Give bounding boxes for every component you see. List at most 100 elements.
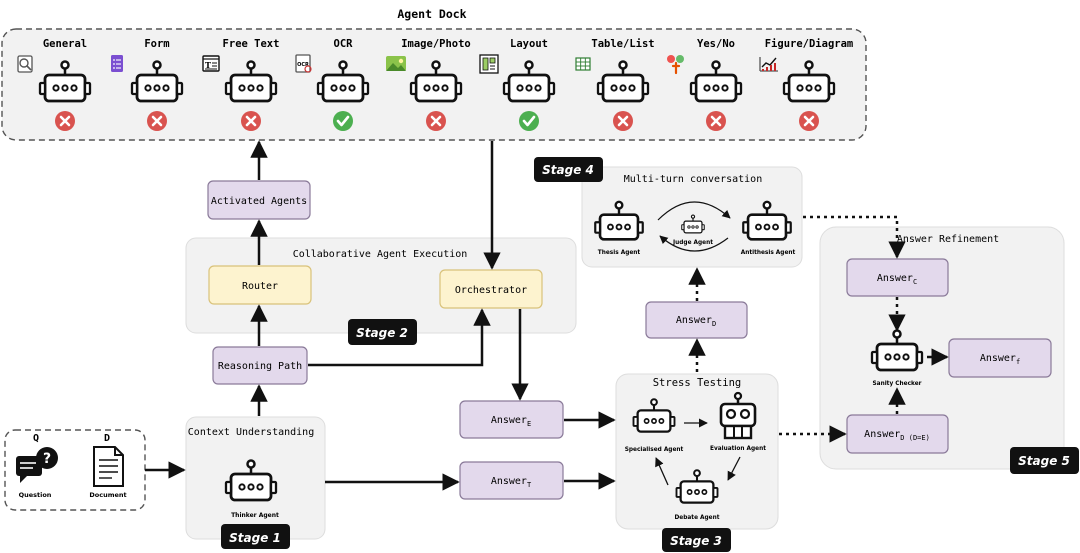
question-letter: Q bbox=[33, 433, 39, 444]
answer-d-node bbox=[645, 301, 748, 339]
dock-agent-form[interactable]: Form bbox=[111, 38, 184, 133]
debate-to-spec-arrow bbox=[655, 457, 669, 486]
answer-de-label: AnswerD (D=E) bbox=[864, 429, 930, 442]
form-doc-icon bbox=[111, 55, 123, 72]
svg-text:Stage 5: Stage 5 bbox=[1018, 454, 1070, 468]
document-icon bbox=[93, 446, 124, 487]
check-icon bbox=[331, 109, 355, 133]
multiturn-to-answer-c-arrow bbox=[803, 215, 906, 259]
dock-title: Agent Dock bbox=[397, 7, 466, 21]
svg-text:T: T bbox=[205, 60, 211, 70]
dock-agent-label: Layout bbox=[510, 38, 548, 50]
evaluation-agent-label: Evaluation Agent bbox=[710, 446, 766, 452]
stage1-badge bbox=[221, 524, 290, 549]
dock-agent-label: Image/Photo bbox=[401, 38, 471, 50]
answer-t-node bbox=[459, 461, 564, 500]
dock-agent-label: General bbox=[43, 38, 87, 50]
dock-agent-label: Yes/No bbox=[697, 38, 735, 50]
multi-turn-title: Multi-turn conversation bbox=[624, 174, 762, 185]
document-letter: D bbox=[104, 433, 110, 444]
cross-icon bbox=[145, 109, 169, 133]
specialised-agent-label: Specialised Agent bbox=[625, 447, 684, 453]
dock-agent-general[interactable]: General bbox=[17, 38, 92, 133]
dock-agent-yes-no[interactable]: Yes/No bbox=[667, 38, 743, 133]
svg-text:Stage 1: Stage 1 bbox=[229, 531, 281, 545]
chart-icon bbox=[759, 57, 778, 72]
stage5-badge bbox=[1010, 447, 1079, 474]
dock-agent-label: Table/List bbox=[591, 38, 654, 50]
router-node bbox=[208, 265, 312, 305]
photo-icon bbox=[386, 56, 406, 71]
evaluation-robot-icon bbox=[719, 391, 757, 440]
thinker-agent-label: Thinker Agent bbox=[231, 512, 279, 519]
answer-c-node bbox=[846, 258, 949, 297]
cross-icon bbox=[239, 109, 263, 133]
answer-de-node bbox=[846, 414, 949, 454]
svg-text:Stage 3: Stage 3 bbox=[670, 534, 722, 548]
answer-f-node bbox=[948, 338, 1052, 378]
answer-f-label: Answerf bbox=[980, 353, 1020, 366]
orchestrator-node bbox=[439, 269, 543, 309]
magnifier-doc-icon bbox=[17, 55, 33, 73]
answer-t-label: AnswerT bbox=[491, 476, 532, 489]
stage4-badge bbox=[534, 157, 603, 182]
svg-text:OCR: OCR bbox=[297, 62, 309, 68]
judge-agent-label: Judge Agent bbox=[672, 240, 713, 246]
answer-c-label: AnswerC bbox=[877, 273, 917, 286]
dotted-arrows bbox=[688, 215, 906, 443]
dock-agent-label: Free Text bbox=[223, 38, 280, 50]
thesis-agent-label: Thesis Agent bbox=[598, 250, 641, 256]
debate-agent-label: Debate Agent bbox=[675, 515, 720, 521]
solid-arrows bbox=[145, 140, 949, 491]
cross-icon bbox=[424, 109, 448, 133]
answer-refinement-title: Answer Refinement bbox=[897, 234, 999, 245]
dock-agent-label: Form bbox=[144, 38, 169, 50]
svg-text:?: ? bbox=[43, 451, 51, 467]
antithesis-to-thesis-arrow bbox=[659, 235, 729, 252]
dock-agent-ocr[interactable]: OCR OCR bbox=[295, 38, 370, 133]
text-doc-icon: T bbox=[202, 55, 220, 72]
collaborative-execution-title: Collaborative Agent Execution bbox=[293, 249, 468, 260]
cross-icon bbox=[797, 109, 821, 133]
answer-e-label: AnswerE bbox=[491, 415, 531, 428]
eval-to-debate-arrow bbox=[727, 456, 741, 481]
svg-text:Stage 2: Stage 2 bbox=[356, 326, 408, 340]
reasoning-path-label: Reasoning Path bbox=[218, 361, 302, 372]
answer-d-label: AnswerD bbox=[676, 315, 716, 328]
cross-icon bbox=[53, 109, 77, 133]
yes-no-icon bbox=[667, 55, 684, 75]
router-label: Router bbox=[242, 281, 278, 292]
orchestrator-label: Orchestrator bbox=[455, 285, 527, 296]
question-icon: ? bbox=[16, 447, 58, 483]
context-understanding-title: Context Understanding bbox=[188, 427, 314, 438]
dock-agent-table-list[interactable]: Table/List bbox=[575, 38, 655, 133]
dock-agent-label: Figure/Diagram bbox=[765, 38, 854, 50]
dock-agent-image-photo[interactable]: Image/Photo bbox=[386, 38, 471, 133]
answer-e-node bbox=[459, 400, 564, 439]
reasoning-path-node bbox=[212, 346, 308, 385]
stage2-badge bbox=[348, 319, 417, 345]
dock-agent-label: OCR bbox=[334, 38, 354, 50]
stress-testing-title: Stress Testing bbox=[653, 377, 742, 389]
reasoning-to-orchestrator-arrow bbox=[308, 308, 491, 367]
check-icon bbox=[517, 109, 541, 133]
activated-agents-label: Activated Agents bbox=[211, 196, 307, 207]
activated-agents-node bbox=[207, 180, 311, 220]
antithesis-agent-label: Antithesis Agent bbox=[741, 250, 796, 256]
stage3-badge bbox=[662, 528, 731, 552]
dock-agent-layout[interactable]: Layout bbox=[479, 38, 556, 133]
sanity-checker-label: Sanity Checker bbox=[872, 381, 921, 387]
layout-icon bbox=[479, 54, 499, 74]
question-label: Question bbox=[19, 491, 52, 499]
document-label: Document bbox=[89, 491, 126, 499]
table-icon bbox=[575, 57, 591, 71]
thesis-to-antithesis-arrow bbox=[657, 201, 731, 221]
cross-icon bbox=[611, 109, 635, 133]
dock-agent-figure-diagram[interactable]: Figure/Diagram bbox=[759, 38, 854, 133]
ocr-doc-icon: OCR bbox=[295, 54, 312, 73]
cross-icon bbox=[704, 109, 728, 133]
svg-text:Stage 4: Stage 4 bbox=[542, 163, 594, 177]
